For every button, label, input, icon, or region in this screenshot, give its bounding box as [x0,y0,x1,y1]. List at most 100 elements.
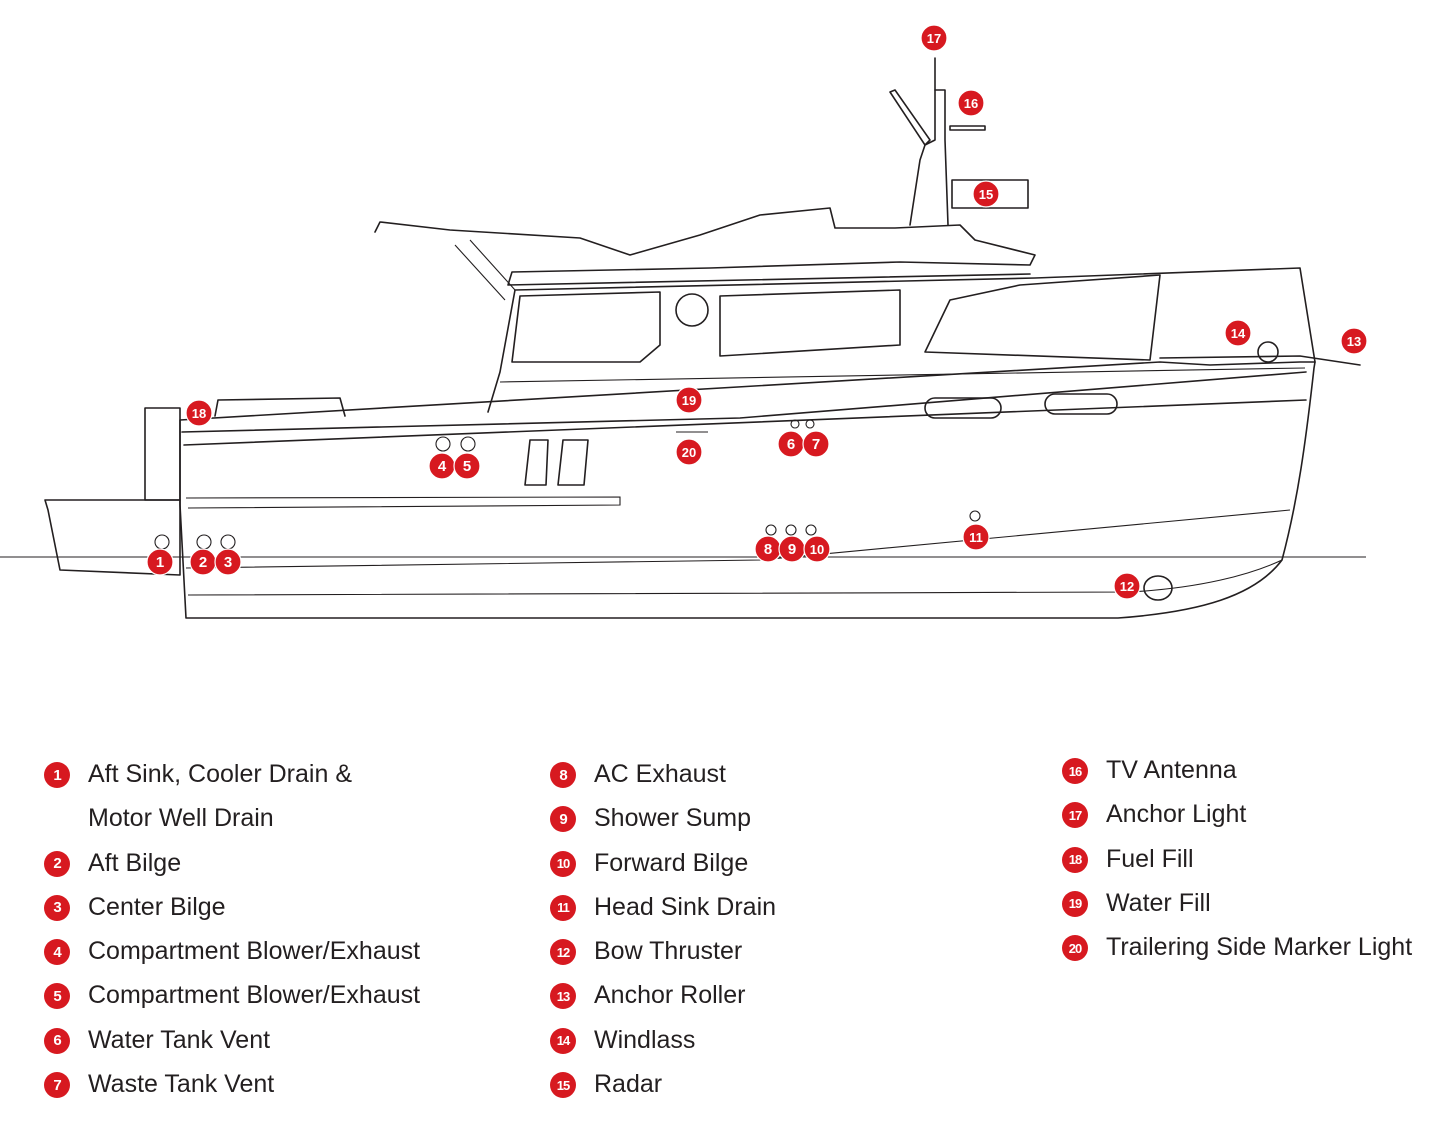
chine-line [185,496,621,509]
legend-label-10: Forward Bilge [594,848,749,877]
legend-badge-9: 9 [550,806,576,833]
legend-badge-2: 2 [44,850,70,877]
fitting-1 [154,534,170,550]
marker-11: 11 [962,523,990,551]
legend-label-5: Compartment Blower/Exhaust [88,981,421,1010]
hardtop [374,207,1036,286]
fitting-5 [460,436,476,452]
marker-4: 4 [428,452,456,480]
legend-badge-10: 10 [550,850,576,877]
marker-2: 2 [189,548,217,576]
marker-17-number: 17 [927,31,941,46]
legend-badge-19: 19 [1062,890,1088,917]
marker-7-circle [802,430,830,458]
cabin-window-band [499,367,1306,383]
marker-12-number: 12 [1120,579,1134,594]
legend-label-14: Windlass [594,1025,696,1054]
windlass [1257,341,1279,363]
legend-badge-5: 5 [44,983,70,1010]
legend-label-1-continued: Motor Well Drain [88,804,274,832]
marker-3-circle [214,548,242,576]
marker-19: 19 [675,386,703,414]
cabin-window [511,291,661,363]
bow-rail [1159,355,1361,366]
marker-13-circle [1340,327,1368,355]
marker-7: 7 [802,430,830,458]
legend-badge-3: 3 [44,894,70,921]
radar-dome [951,179,1029,209]
legend-badge-16: 16 [1062,758,1088,784]
marker-14-number: 14 [1231,326,1246,341]
legend-label-7: Waste Tank Vent [88,1070,275,1099]
fitting-2 [196,534,212,550]
transom-box [144,407,181,501]
marker-1: 1 [146,548,174,576]
legend-label-20: Trailering Side Marker Light [1106,933,1413,962]
tv-antenna-bar [949,125,986,131]
marker-16-number: 16 [964,96,978,111]
legend-label-8: AC Exhaust [594,760,727,788]
boot-stripe [185,509,1291,569]
legend-badge-20: 20 [1062,935,1088,962]
legend-badge-7: 7 [44,1072,70,1099]
marker-5-number: 5 [463,458,471,475]
marker-11-circle [962,523,990,551]
marker-16-circle [957,89,985,117]
marker-13: 13 [1340,327,1368,355]
marker-13-number: 13 [1347,334,1361,349]
marker-19-circle [675,386,703,414]
marker-20: 20 [675,438,703,466]
mast [909,89,949,226]
legend-label-2: Aft Bilge [88,848,182,877]
marker-19-number: 19 [682,393,696,408]
lower-strake [187,559,1283,596]
fitting-8 [765,524,777,536]
marker-3: 3 [214,548,242,576]
legend-label-16: TV Antenna [1106,756,1237,784]
bow-thruster-tunnel [1143,575,1173,601]
cabin-window-main [719,289,901,357]
marker-18-number: 18 [192,406,206,421]
sheer-line [181,371,1307,433]
legend-badge-4: 4 [44,939,70,966]
legend-label-18: Fuel Fill [1106,844,1194,873]
porthole [675,293,709,327]
legend-badge-15: 15 [550,1072,576,1099]
marker-8-number: 8 [764,541,772,558]
marker-15-number: 15 [979,187,993,202]
hull-outline [179,361,1316,619]
fitting-11 [969,510,981,522]
legend-badge-6: 6 [44,1027,70,1054]
fitting-4 [435,436,451,452]
marker-10-number: 10 [810,542,824,557]
legend-label-13: Anchor Roller [594,981,746,1010]
legend-label-17: Anchor Light [1106,800,1247,829]
marker-10: 10 [803,535,831,563]
legend-label-12: Bow Thruster [594,937,743,966]
marker-20-number: 20 [682,445,696,460]
marker-11-number: 11 [969,530,983,545]
marker-9-number: 9 [788,541,796,558]
hardtop-support [454,239,516,301]
hull-window-2 [1044,393,1118,415]
fitting-3 [220,534,236,550]
legend-label-11: Head Sink Drain [594,892,777,921]
legend-badge-11: 11 [550,894,576,921]
marker-1-circle [146,548,174,576]
legend-label-9: Shower Sump [594,804,752,833]
legend-label-3: Center Bilge [88,892,226,921]
fitting-6 [790,419,800,429]
legend-label-15: Radar [594,1070,663,1099]
marker-7-number: 7 [812,436,820,453]
mast-arm [889,89,931,146]
marker-5-circle [453,452,481,480]
marker-3-number: 3 [224,554,232,571]
legend-badge-14: 14 [550,1027,576,1054]
legend-badge-18: 18 [1062,846,1088,873]
legend-label-4: Compartment Blower/Exhaust [88,937,421,966]
legend-badge-8: 8 [550,762,576,788]
fitting-7 [805,419,815,429]
marker-2-number: 2 [199,554,207,571]
